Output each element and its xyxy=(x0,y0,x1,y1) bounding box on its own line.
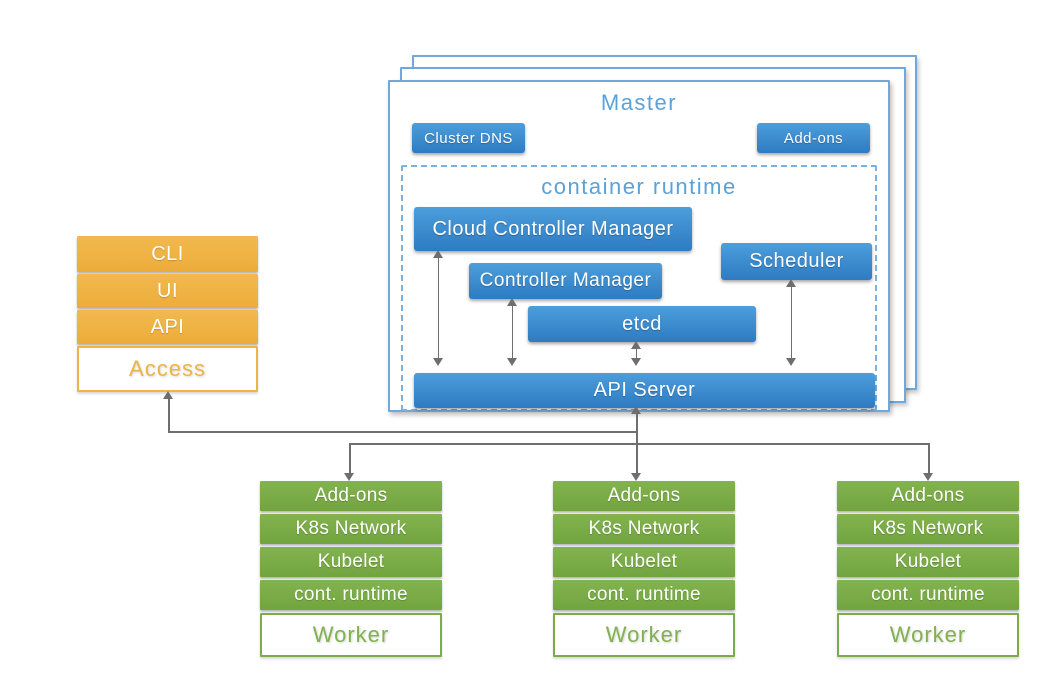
arrowhead-down-icon xyxy=(507,358,517,366)
worker2-row-k8s-network: K8s Network xyxy=(553,514,735,544)
api-server-box: API Server xyxy=(414,373,875,408)
connector-access-vline xyxy=(168,398,170,432)
cluster-dns-badge: Cluster DNS xyxy=(412,123,525,153)
worker3-row-cont-runtime: cont. runtime xyxy=(837,580,1019,610)
worker1-row-addons: Add-ons xyxy=(260,481,442,511)
worker2-row-kubelet: Kubelet xyxy=(553,547,735,577)
arrowhead-down-icon xyxy=(433,358,443,366)
arrowhead-up-icon xyxy=(631,406,641,414)
connector-worker-left-vline xyxy=(349,443,351,474)
cloud-controller-manager-box: Cloud Controller Manager xyxy=(414,207,692,251)
container-runtime-box: container runtime Cloud Controller Manag… xyxy=(401,165,877,411)
arrow-etcd-api-server xyxy=(631,341,642,366)
arrow-cloud-controller-manager-api-server xyxy=(433,250,444,366)
arrowhead-down-icon xyxy=(631,473,641,481)
access-base-box: Access xyxy=(77,346,258,392)
arrow-scheduler-api-server xyxy=(786,279,797,366)
arrow-controller-manager-api-server xyxy=(507,298,518,366)
addons-badge: Add-ons xyxy=(757,123,870,153)
access-row-api: API xyxy=(77,310,258,344)
arrowhead-up-icon xyxy=(786,279,796,287)
access-row-ui: UI xyxy=(77,274,258,308)
scheduler-box: Scheduler xyxy=(721,243,872,280)
container-runtime-title: container runtime xyxy=(541,174,737,199)
worker1-row-k8s-network: K8s Network xyxy=(260,514,442,544)
connector-access-hline xyxy=(168,431,638,433)
access-row-cli: CLI xyxy=(77,236,258,272)
connector-workers-hline xyxy=(350,443,929,445)
arrowhead-up-icon xyxy=(163,391,173,399)
controller-manager-box: Controller Manager xyxy=(469,263,662,299)
arrowhead-up-icon xyxy=(433,250,443,258)
arrowhead-up-icon xyxy=(631,341,641,349)
etcd-box: etcd xyxy=(528,306,756,342)
arrowhead-down-icon xyxy=(631,358,641,366)
worker1-base-box: Worker xyxy=(260,613,442,657)
arrowhead-up-icon xyxy=(507,298,517,306)
worker3-row-addons: Add-ons xyxy=(837,481,1019,511)
worker2-base-box: Worker xyxy=(553,613,735,657)
arrowhead-down-icon xyxy=(344,473,354,481)
master-title: Master xyxy=(600,90,678,115)
worker1-row-cont-runtime: cont. runtime xyxy=(260,580,442,610)
arrowhead-down-icon xyxy=(786,358,796,366)
worker3-row-kubelet: Kubelet xyxy=(837,547,1019,577)
worker3-base-box: Worker xyxy=(837,613,1019,657)
worker2-row-addons: Add-ons xyxy=(553,481,735,511)
worker3-row-k8s-network: K8s Network xyxy=(837,514,1019,544)
worker1-row-kubelet: Kubelet xyxy=(260,547,442,577)
worker2-row-cont-runtime: cont. runtime xyxy=(553,580,735,610)
connector-worker-right-vline xyxy=(928,443,930,474)
arrowhead-down-icon xyxy=(923,473,933,481)
